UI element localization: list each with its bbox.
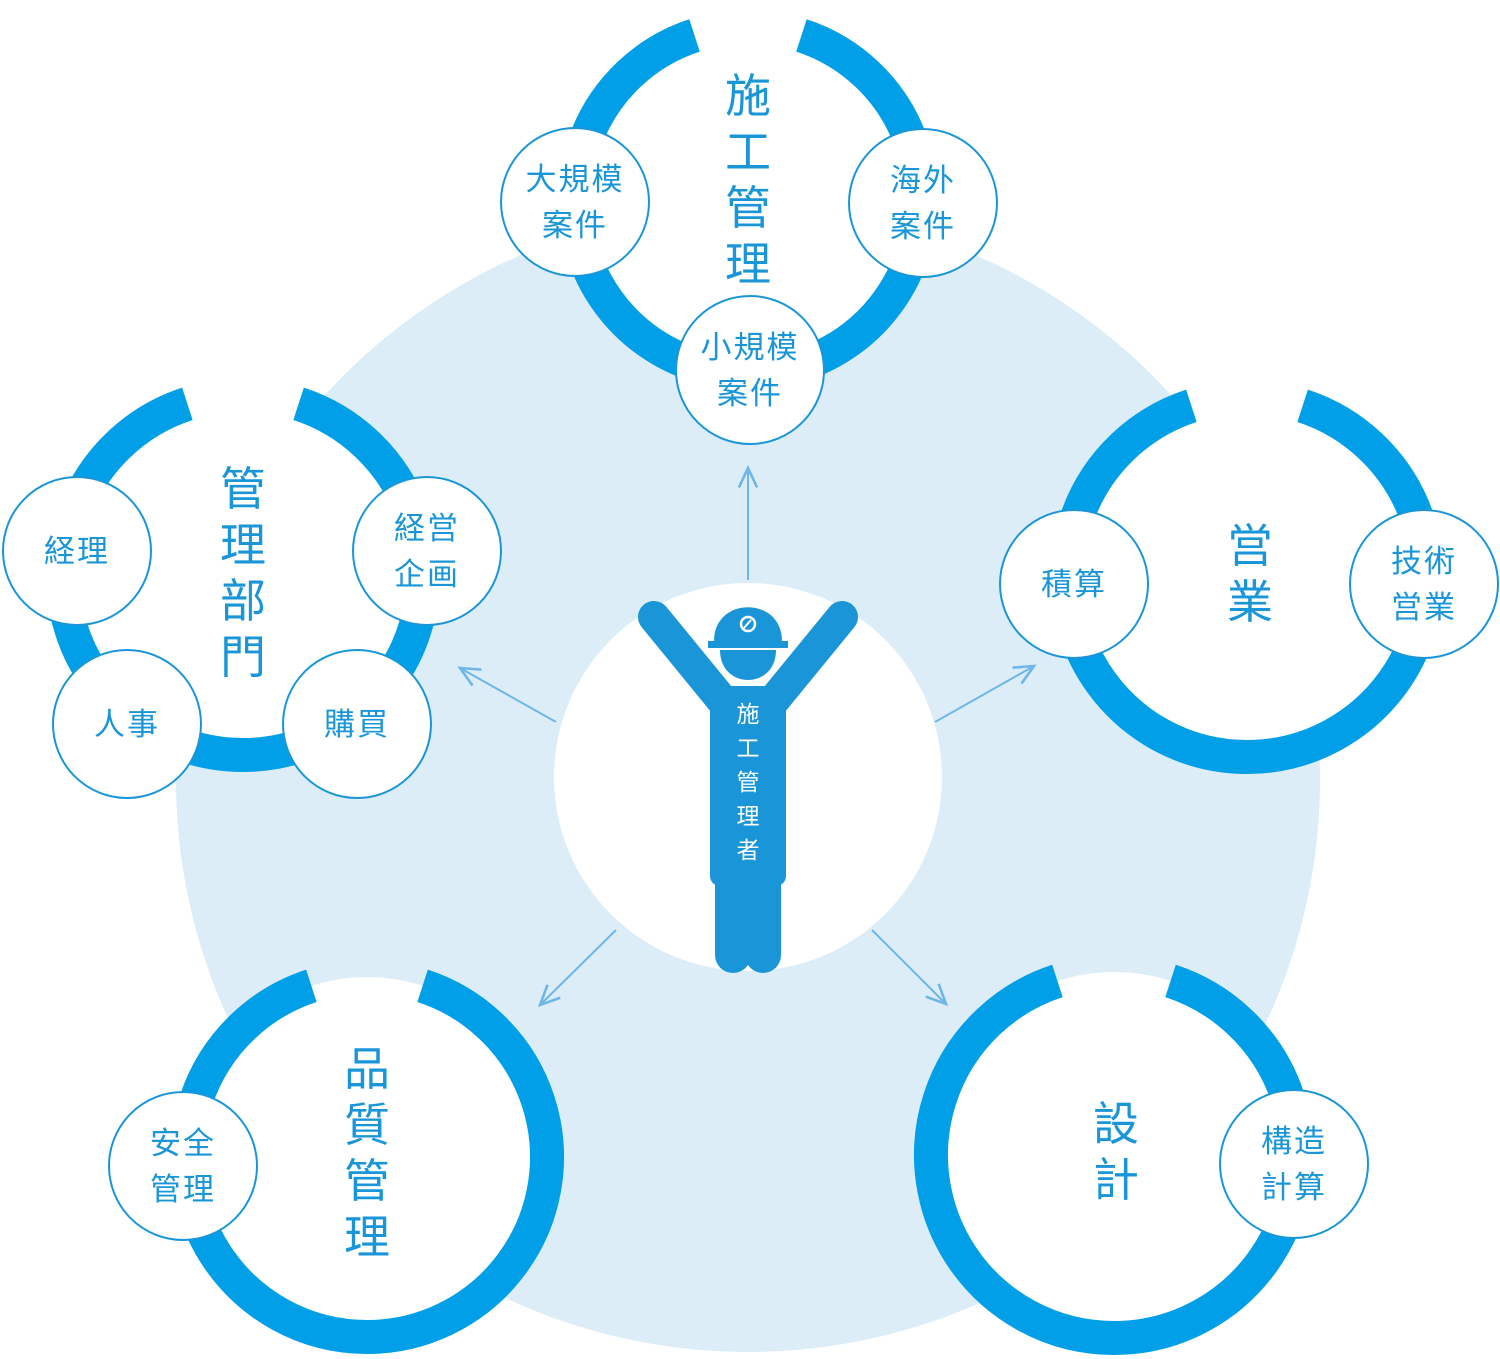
- hub-admin-label: 管理部門: [220, 462, 266, 684]
- arrow-to-admin: [457, 666, 557, 723]
- arrow-to-design: [871, 929, 949, 1007]
- sub-safety-circle: [108, 1091, 258, 1241]
- worker-helmet-icon: [708, 607, 788, 648]
- sub-large-circle: [500, 127, 650, 277]
- sub-purchasing-circle: [282, 649, 432, 799]
- sub-hr-circle: [52, 649, 202, 799]
- sub-accounting-circle: [2, 476, 152, 626]
- hub-design-label: 設計: [1093, 1097, 1139, 1207]
- sub-structural-line: 構造: [1261, 1124, 1327, 1160]
- sub-hr: 人事: [52, 649, 202, 799]
- sub-tech-sales-line: 営業: [1391, 590, 1457, 626]
- hub-sales-fill: [1067, 397, 1427, 757]
- sub-large-line: 大規模: [526, 162, 625, 198]
- figure-label: 施工管理者: [737, 702, 760, 864]
- sub-overseas-circle: [848, 128, 998, 278]
- worker-figure: [638, 601, 858, 973]
- hub-quality-label: 品質管理: [344, 1042, 390, 1264]
- sub-planning-line: 企画: [394, 557, 460, 593]
- hub-sales-label: 営業: [1227, 519, 1273, 629]
- sub-estimation: 積算: [999, 509, 1149, 659]
- arrow-to-quality: [537, 929, 617, 1008]
- hub-design-fill: [931, 972, 1297, 1338]
- sub-tech-sales-line: 技術: [1391, 544, 1457, 580]
- center-node: 施工管理者: [554, 583, 942, 973]
- arrows: [457, 464, 1037, 1008]
- sub-purchasing: 購買: [282, 649, 432, 799]
- sub-purchasing-line: 購買: [324, 707, 390, 743]
- hubs-layer: 施工管理大規模案件海外案件小規模案件管理部門経理経営企画人事購買営業積算技術営業…: [2, 19, 1499, 1355]
- sub-estimation-line: 積算: [1041, 567, 1107, 603]
- sub-structural-line: 計算: [1261, 1170, 1327, 1206]
- sub-estimation-circle: [999, 509, 1149, 659]
- sub-accounting: 経理: [2, 476, 152, 626]
- sub-small-line: 案件: [717, 376, 783, 412]
- sub-overseas-line: 案件: [890, 209, 956, 245]
- hub-quality-fill: [187, 977, 547, 1337]
- hub-construction-fill: [575, 27, 921, 373]
- sub-safety-line: 管理: [150, 1172, 216, 1208]
- sub-accounting-line: 経理: [44, 534, 110, 570]
- sub-tech-sales-circle: [1349, 509, 1499, 659]
- hub-construction-label: 施工管理: [725, 69, 771, 291]
- sub-planning-line: 経営: [394, 511, 460, 547]
- sub-overseas-line: 海外: [890, 163, 956, 199]
- arrow-to-sales: [934, 664, 1037, 723]
- sub-small-line: 小規模: [701, 330, 800, 366]
- sub-structural-circle: [1219, 1089, 1369, 1239]
- sub-safety-line: 安全: [150, 1126, 216, 1162]
- sub-hr-line: 人事: [94, 707, 160, 743]
- sub-large-line: 案件: [542, 208, 608, 244]
- sub-planning-circle: [352, 476, 502, 626]
- sub-small-circle: [675, 295, 825, 445]
